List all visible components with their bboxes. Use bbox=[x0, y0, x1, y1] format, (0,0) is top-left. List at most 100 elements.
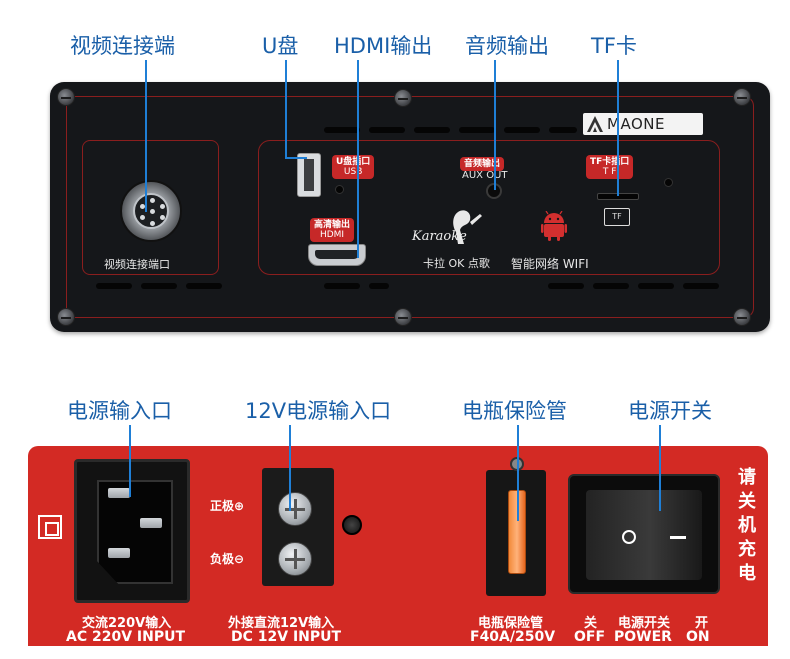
switch-off-symbol bbox=[622, 530, 636, 544]
usb-label-en: USB bbox=[343, 167, 363, 177]
vent-slot bbox=[683, 283, 719, 289]
power-switch[interactable] bbox=[586, 490, 702, 580]
terminal-screw-icon[interactable] bbox=[278, 542, 312, 576]
usb-label: U盘插口 USB bbox=[332, 155, 375, 179]
connector-pin bbox=[160, 204, 165, 209]
vent-slot bbox=[504, 127, 540, 133]
tf-label: TF卡插口 T F bbox=[586, 155, 634, 179]
callout-audio: 音频输出 bbox=[465, 34, 549, 58]
connector-pin bbox=[150, 221, 155, 226]
switch-label-en: POWER bbox=[614, 629, 672, 645]
vent-slot bbox=[459, 127, 495, 133]
ac-socket-cavity bbox=[97, 480, 173, 584]
switch-on-symbol bbox=[670, 536, 686, 539]
callout-hdmi: HDMI输出 bbox=[334, 34, 433, 58]
vent-slot bbox=[369, 127, 405, 133]
callout-usb: U盘 bbox=[262, 34, 299, 58]
screw-icon bbox=[394, 89, 412, 107]
led-indicator bbox=[335, 185, 344, 194]
aux-label: 音频输出 bbox=[460, 157, 505, 171]
callout-fuse: 电瓶保险管 bbox=[462, 399, 567, 423]
charge-notice: 请关机充电 bbox=[738, 467, 756, 584]
hdmi-label: 高清输出 HDMI bbox=[310, 218, 355, 242]
hdmi-label-cn: 高清输出 bbox=[314, 220, 351, 230]
switch-off-label-en: OFF bbox=[574, 629, 606, 645]
screw-icon bbox=[733, 88, 751, 106]
fuse-label-cn: 电瓶保险管 bbox=[478, 616, 544, 631]
callout-power-input: 电源输入口 bbox=[67, 399, 172, 423]
callout-tf: TF卡 bbox=[591, 34, 637, 58]
connector-pin bbox=[150, 209, 155, 214]
screw-icon bbox=[57, 88, 75, 106]
tf-led bbox=[664, 178, 673, 187]
vent-slot bbox=[96, 283, 132, 289]
vent-slot bbox=[186, 283, 222, 289]
vent-slot bbox=[414, 127, 450, 133]
wifi-label: 智能网络 WIFI bbox=[511, 257, 589, 271]
usb-port[interactable] bbox=[297, 153, 321, 197]
vent-slot bbox=[141, 283, 177, 289]
ac-input-label-cn: 交流220V输入 bbox=[82, 616, 172, 631]
aux-label-en: AUX OUT bbox=[462, 170, 508, 181]
leader-line bbox=[357, 60, 359, 258]
leader-line bbox=[285, 60, 287, 158]
brand-name: MAONE bbox=[607, 115, 665, 133]
brand-mark-icon bbox=[587, 116, 603, 132]
negative-label: 负极⊖ bbox=[210, 552, 245, 566]
usb-label-cn: U盘插口 bbox=[336, 157, 371, 167]
ac-power-socket[interactable] bbox=[74, 459, 190, 603]
fuse-label-en: F40A/250V bbox=[470, 629, 556, 645]
callout-dc12v: 12V电源输入口 bbox=[245, 399, 392, 423]
leader-line bbox=[289, 425, 291, 511]
vent-slot bbox=[369, 283, 389, 289]
karaoke-script: Karaoke bbox=[412, 229, 467, 244]
double-insulation-icon bbox=[38, 515, 62, 539]
leader-line bbox=[129, 425, 131, 497]
karaoke-singer-icon bbox=[453, 210, 482, 244]
socket-prong bbox=[140, 518, 162, 528]
leader-line bbox=[494, 60, 496, 190]
connector-pin bbox=[160, 215, 165, 220]
video-port-label: 视频连接端口 bbox=[104, 258, 170, 271]
video-connector[interactable] bbox=[120, 180, 182, 242]
hdmi-label-en: HDMI bbox=[319, 230, 345, 240]
leader-line bbox=[285, 157, 307, 159]
leader-line bbox=[145, 60, 147, 212]
screw-icon bbox=[57, 308, 75, 326]
aux-label-cn: 音频输出 bbox=[464, 159, 501, 169]
switch-on-label-en: ON bbox=[686, 629, 710, 645]
ac-input-label-en: AC 220V INPUT bbox=[66, 629, 186, 645]
hdmi-port[interactable] bbox=[308, 244, 366, 266]
karaoke-label: 卡拉 OK 点歌 bbox=[423, 257, 490, 270]
leader-line bbox=[517, 425, 519, 521]
switch-on-label-cn: 开 bbox=[695, 616, 709, 631]
vent-slot bbox=[324, 283, 360, 289]
vent-slot bbox=[638, 283, 674, 289]
tf-label-en: T F bbox=[602, 167, 617, 177]
callout-power-switch: 电源开关 bbox=[628, 399, 712, 423]
terminal-screw-icon[interactable] bbox=[278, 492, 312, 526]
connector-pin bbox=[140, 215, 145, 220]
dc-input-label-cn: 外接直流12V输入 bbox=[228, 616, 335, 631]
screw-icon bbox=[394, 308, 412, 326]
socket-prong bbox=[108, 488, 130, 498]
android-icon bbox=[541, 211, 567, 241]
mount-screw-icon bbox=[342, 515, 362, 535]
vent-slot bbox=[324, 127, 360, 133]
screw-icon bbox=[733, 308, 751, 326]
callout-video-port: 视频连接端 bbox=[70, 34, 175, 58]
positive-label: 正极⊕ bbox=[210, 499, 245, 513]
brand-logo: MAONE bbox=[583, 113, 703, 135]
connector-pin bbox=[150, 198, 155, 203]
video-port-box bbox=[82, 140, 219, 275]
tf-label-cn: TF卡插口 bbox=[590, 157, 630, 167]
switch-off-label-cn: 关 bbox=[584, 616, 598, 631]
socket-prong bbox=[108, 548, 130, 558]
leader-line bbox=[659, 425, 661, 511]
switch-label-cn: 电源开关 bbox=[618, 616, 671, 631]
tf-card-icon: TF bbox=[604, 208, 630, 226]
leader-line bbox=[617, 60, 619, 196]
io-box bbox=[258, 140, 720, 275]
vent-slot bbox=[548, 283, 584, 289]
connector-pin bbox=[140, 204, 145, 209]
